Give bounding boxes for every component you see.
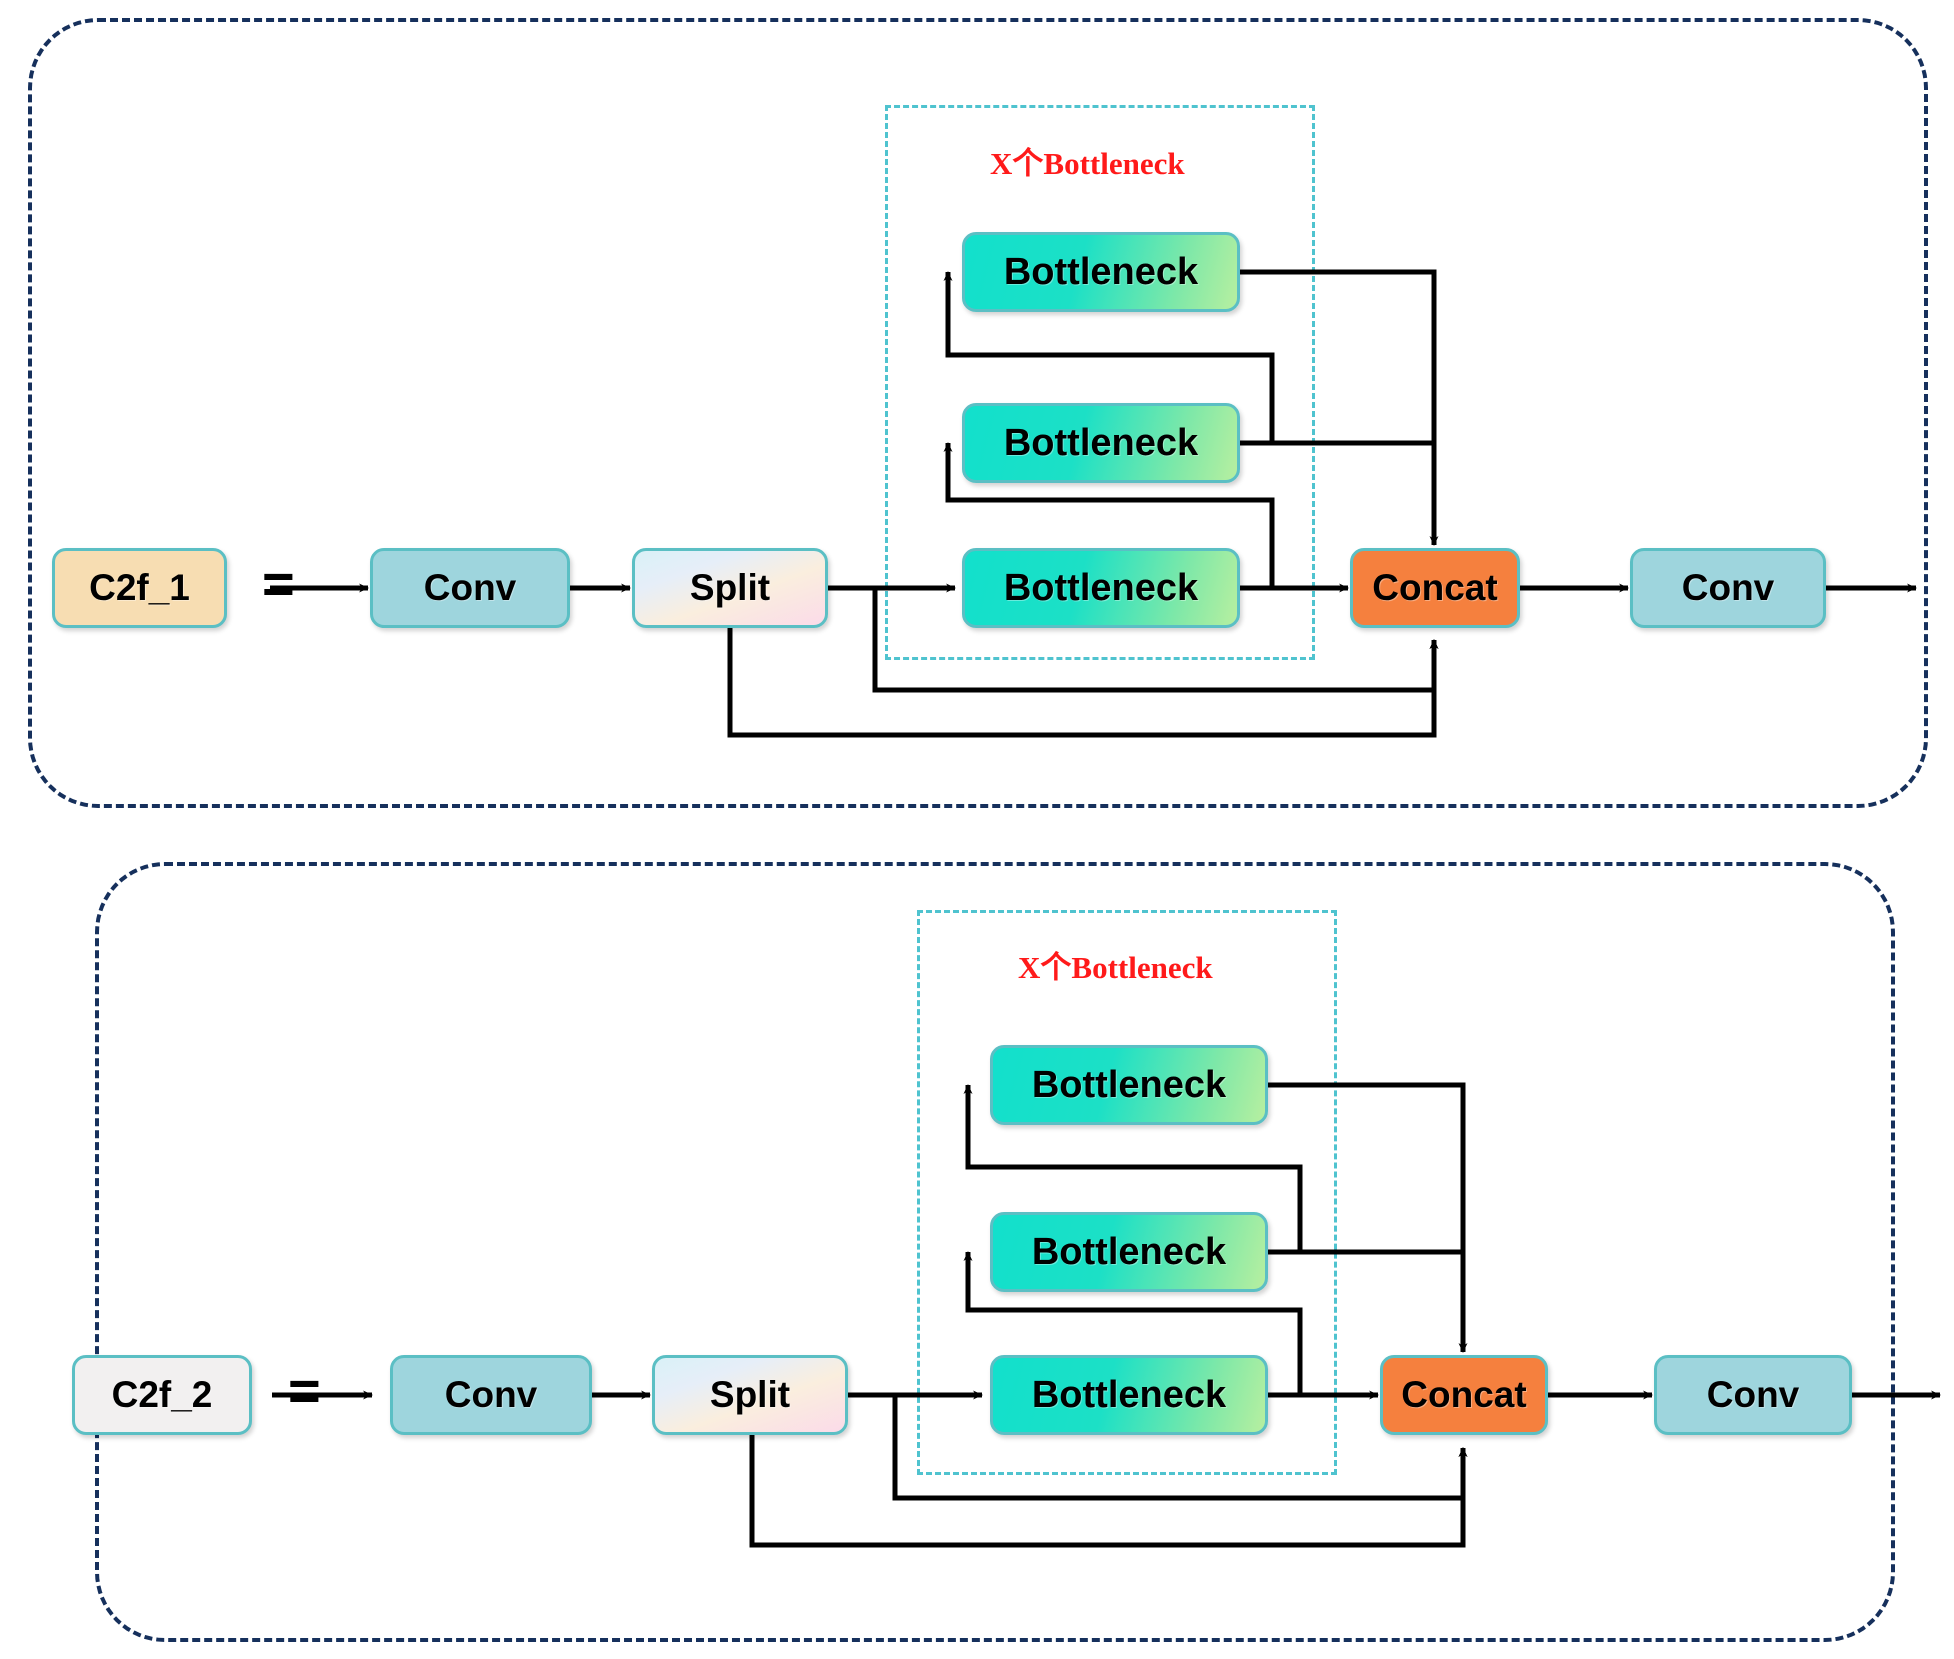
panel2-bottleneck-bot[interactable]: Bottleneck: [990, 1355, 1268, 1435]
panel2-bottleneck-top[interactable]: Bottleneck: [990, 1045, 1268, 1125]
panel1-conv-out[interactable]: Conv: [1630, 548, 1826, 628]
panel1-concat[interactable]: Concat: [1350, 548, 1520, 628]
panel2-bottleneck-group-label: X个Bottleneck: [1018, 950, 1213, 985]
panel1-conv-in[interactable]: Conv: [370, 548, 570, 628]
panel2-equals-sign: =: [288, 1359, 321, 1422]
panel2-module-label-c2f2[interactable]: C2f_2: [72, 1355, 252, 1435]
panel1-equals-sign: =: [262, 552, 295, 615]
panel1-bottleneck-bot[interactable]: Bottleneck: [962, 548, 1240, 628]
panel2-conv-in[interactable]: Conv: [390, 1355, 592, 1435]
panel2-conv-out[interactable]: Conv: [1654, 1355, 1852, 1435]
panel2-bottleneck-mid[interactable]: Bottleneck: [990, 1212, 1268, 1292]
panel2-split[interactable]: Split: [652, 1355, 848, 1435]
panel1-bottleneck-group-label: X个Bottleneck: [990, 146, 1185, 181]
panel-c2f2-container: [95, 862, 1895, 1642]
panel-c2f1-container: [28, 18, 1928, 808]
panel2-concat[interactable]: Concat: [1380, 1355, 1548, 1435]
panel1-bottleneck-top[interactable]: Bottleneck: [962, 232, 1240, 312]
panel1-bottleneck-mid[interactable]: Bottleneck: [962, 403, 1240, 483]
panel1-module-label-c2f1[interactable]: C2f_1: [52, 548, 227, 628]
panel1-split[interactable]: Split: [632, 548, 828, 628]
